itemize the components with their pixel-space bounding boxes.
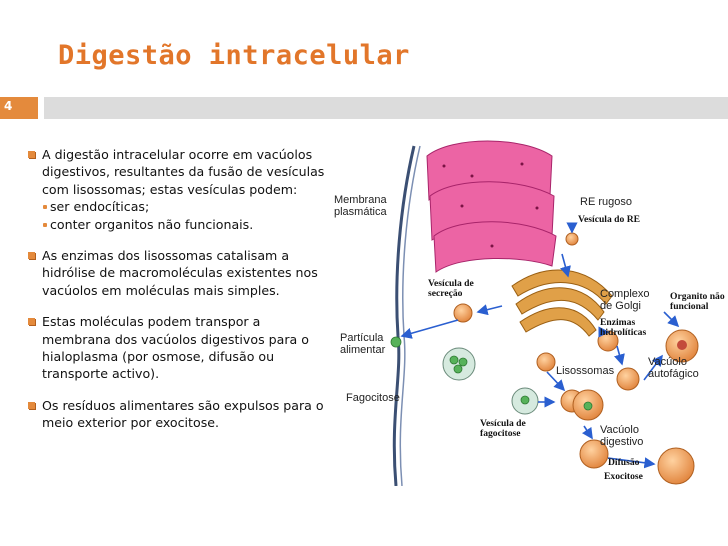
bullet-list: A digestão intracelular ocorre em vacúol… <box>26 146 326 432</box>
label-particula: Partícula alimentar <box>340 332 386 356</box>
bullet-item: A digestão intracelular ocorre em vacúol… <box>26 146 326 233</box>
bullet-text: Estas moléculas podem transpor a membran… <box>42 314 309 382</box>
label-vacuolo-autofagico: Vacúolo autofágico <box>648 356 699 380</box>
slide-title: Digestão intracelular <box>58 40 410 71</box>
slide-number-box: 4 <box>0 97 38 119</box>
bullet-item: Os resíduos alimentares são expulsos par… <box>26 397 326 432</box>
label-vacuolo-digestivo: Vacúolo digestivo <box>600 424 644 448</box>
label-exocitose: Exocitose <box>604 471 643 482</box>
label-vesicula-fagocitose: Vesícula de fagocitose <box>480 418 526 439</box>
label-re-rugoso: RE rugoso <box>580 196 632 208</box>
bullet-text: Os resíduos alimentares são expulsos par… <box>42 397 324 431</box>
label-lisossomas: Lisossomas <box>556 365 615 377</box>
sub-bullet-list: ser endocíticas; conter organitos não fu… <box>42 198 326 233</box>
label-fagocitose: Fagocitose <box>346 392 400 404</box>
bullet-text: As enzimas dos lisossomas catalisam a hi… <box>42 248 318 298</box>
bullet-text: A digestão intracelular ocorre em vacúol… <box>42 147 325 197</box>
label-enzimas: Enzimas hidrolíticas <box>600 317 647 338</box>
label-complexo-golgi: Complexo de Golgi <box>600 288 650 312</box>
bullet-item: Estas moléculas podem transpor a membran… <box>26 313 326 383</box>
bullet-item: As enzimas dos lisossomas catalisam a hi… <box>26 247 326 299</box>
title-rule <box>44 97 728 119</box>
slide-number: 4 <box>4 99 13 113</box>
label-vesicula-re: Vesícula do RE <box>578 214 641 225</box>
cell-illustration <box>390 140 699 486</box>
label-membrana: Membrana plasmática <box>334 194 387 218</box>
sub-bullet-item: ser endocíticas; <box>42 198 326 215</box>
sub-bullet-item: conter organitos não funcionais. <box>42 216 326 233</box>
label-vesicula-secrecao: Vesícula de secreção <box>428 278 474 299</box>
cell-digestion-figure: Membrana plasmática RE rugoso Vesícula d… <box>332 136 728 486</box>
label-difusao: Difusão <box>608 457 640 468</box>
label-organito: Organito não funcional <box>670 291 725 312</box>
